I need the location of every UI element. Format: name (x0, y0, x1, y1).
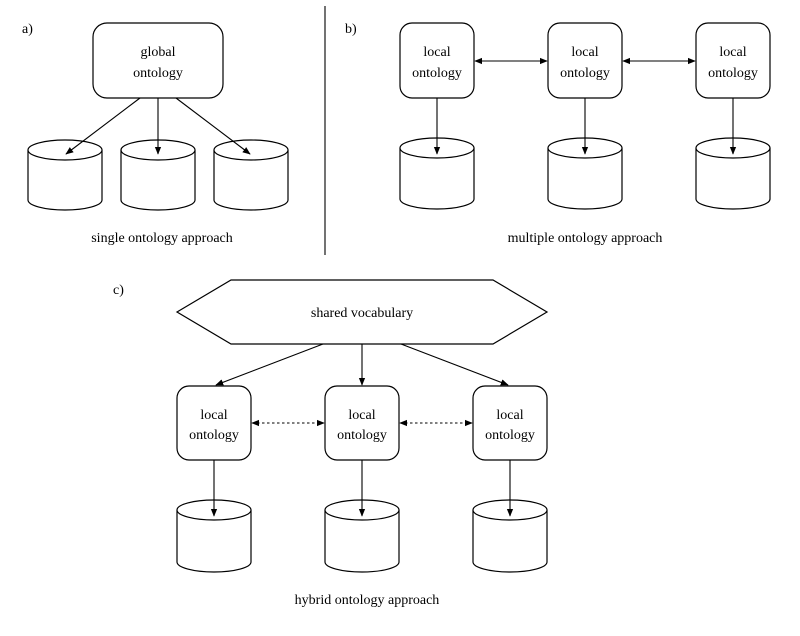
arrow-global-to-db1 (65, 97, 141, 155)
local-ontology-line2: ontology (337, 428, 387, 443)
global-ontology-line1: global (141, 45, 176, 60)
local-ontology-box (472, 385, 548, 461)
local-ontology-line1: local (200, 408, 227, 423)
panel-c-tag: c) (113, 283, 124, 298)
local-ontology-line2: ontology (560, 66, 610, 81)
arrow-global-to-db3 (175, 97, 251, 155)
shared-vocabulary-hexagon (175, 279, 549, 345)
local-ontology-line1: local (496, 408, 523, 423)
database-icon (213, 139, 289, 211)
panel-b-tag: b) (345, 22, 357, 37)
local-ontology-line1: local (423, 45, 450, 60)
arrow-vocab-to-local (215, 343, 324, 386)
local-ontology-line1: local (571, 45, 598, 60)
local-ontology-line2: ontology (189, 428, 239, 443)
local-ontology-line2: ontology (485, 428, 535, 443)
database-icon (27, 139, 103, 211)
panel-a: a) global ontology single ontology appro… (22, 22, 289, 246)
caption-hybrid: hybrid ontology approach (295, 593, 440, 608)
local-ontology-line2: ontology (412, 66, 462, 81)
local-ontology-line1: local (348, 408, 375, 423)
local-ontology-box (399, 22, 475, 99)
local-ontology-box (324, 385, 400, 461)
global-ontology-line2: ontology (133, 66, 183, 81)
database-icon (695, 137, 771, 210)
local-ontology-line1: local (719, 45, 746, 60)
local-ontology-line2: ontology (708, 66, 758, 81)
arrow-vocab-to-local (400, 343, 509, 386)
shared-vocabulary-label: shared vocabulary (311, 306, 413, 321)
database-icon (399, 137, 475, 210)
panel-a-tag: a) (22, 22, 33, 37)
panel-b: b) local ontology local ontology local o… (345, 22, 771, 246)
local-ontology-box (695, 22, 771, 99)
database-icon (472, 499, 548, 573)
caption-single: single ontology approach (91, 231, 233, 246)
panel-c: c) shared vocabulary local ontology loca… (113, 279, 549, 608)
global-ontology-box (92, 22, 224, 99)
local-ontology-box (547, 22, 623, 99)
local-ontology-box (176, 385, 252, 461)
caption-multiple: multiple ontology approach (508, 231, 663, 246)
